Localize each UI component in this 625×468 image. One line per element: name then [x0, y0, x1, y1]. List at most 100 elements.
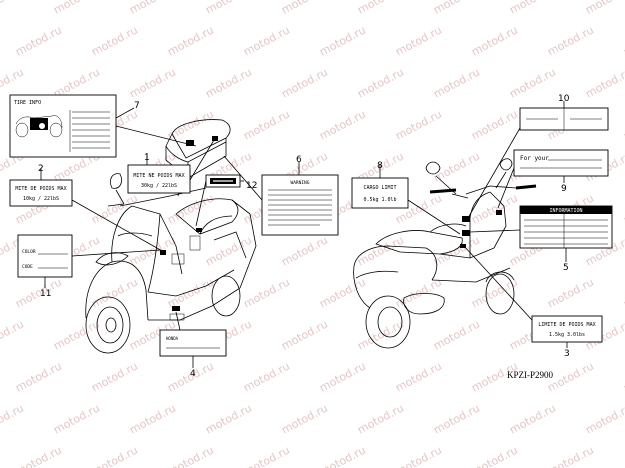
label-3-line2: 1.5kg 3.0lbs — [549, 332, 585, 338]
label-11-line2: CODE — [22, 264, 33, 270]
watermark-text: motod.ru — [317, 275, 368, 310]
watermark-text: motod.ru — [507, 65, 558, 100]
label-6-title: WARNING — [291, 180, 310, 186]
watermark-text: motod.ru — [13, 23, 64, 58]
watermark-text: motod.ru — [431, 233, 482, 268]
callout-4: 4 — [190, 369, 196, 379]
callout-7: 7 — [134, 101, 140, 111]
watermark-text: motod.ru — [241, 275, 292, 310]
watermark-text: motod.ru — [431, 317, 482, 352]
watermark-text: motod.ru — [431, 149, 482, 184]
watermark-text: motod.ru — [203, 65, 254, 100]
left-decal-marks — [160, 136, 218, 311]
label-8-line2: 0.5kg 1.0lb — [363, 197, 396, 203]
label-12-sticker — [205, 174, 241, 188]
watermark-text: motod.ru — [13, 359, 64, 394]
label-3-weight-limit: LIMITE DE POIDS MAX 1.5kg 3.0lbs — [531, 315, 603, 343]
callout-5: 5 — [563, 263, 569, 273]
watermark-text: motod.ru — [621, 107, 625, 142]
watermark-text: motod.ru — [621, 275, 625, 310]
callouts: 7 1 2 12 6 11 4 8 10 9 5 3 — [38, 94, 570, 379]
watermark-text: motod.ru — [431, 65, 482, 100]
watermark-text: motod.ru — [317, 23, 368, 58]
watermark-text: motod.ru — [317, 107, 368, 142]
watermark-text: motod.ru — [621, 443, 625, 468]
watermark-text: motod.ru — [469, 443, 520, 468]
label-2-weight-limit: MITE DE POIDS MAX 10kg / 22lbS — [9, 179, 73, 207]
right-decal-marks — [460, 210, 502, 248]
callout-3: 3 — [564, 349, 570, 359]
watermark-text: motod.ru — [241, 23, 292, 58]
watermark-text: motod.ru — [621, 191, 625, 226]
label-11-color-code: COLOR CODE — [17, 234, 73, 278]
label-7-tire-info: TIRE INFO — [9, 94, 117, 158]
callout-10: 10 — [558, 94, 570, 104]
label-7-title: TIRE INFO — [14, 100, 41, 106]
watermark-text: motod.ru — [393, 359, 444, 394]
label-1-line2: 30kg / 22lbS — [141, 183, 177, 189]
label-9-for-your: For your — [513, 149, 609, 177]
label-9-line1: For your — [520, 155, 549, 162]
watermark-text: motod.ru — [317, 359, 368, 394]
watermark-text: motod.ru — [279, 401, 330, 436]
watermark-text: motod.ru — [545, 275, 596, 310]
watermark-text: motod.ru — [89, 23, 140, 58]
watermark-text: motod.ru — [469, 23, 520, 58]
watermark-text: motod.ru — [203, 401, 254, 436]
watermark-text: motod.ru — [355, 317, 406, 352]
label-5-information: INFORMATION — [519, 205, 613, 249]
watermark-text: motod.ru — [127, 233, 178, 268]
label-1-line1: MITE NE POIDS MAX — [133, 173, 184, 179]
leader-lines — [40, 101, 568, 368]
label-10-sticker — [519, 107, 609, 131]
watermark-text: motod.ru — [89, 191, 140, 226]
watermark-text: motod.ru — [51, 401, 102, 436]
watermark-text: motod.ru — [241, 443, 292, 468]
watermark-text: motod.ru — [621, 23, 625, 58]
watermark-text: motod.ru — [165, 275, 216, 310]
label-2-line2: 10kg / 22lbS — [23, 196, 59, 202]
label-4-line1: HONDA — [166, 336, 179, 341]
watermark-text: motod.ru — [127, 401, 178, 436]
watermark-text: motod.ru — [621, 359, 625, 394]
watermark-text: motod.ru — [355, 65, 406, 100]
watermark-text: motod.ru — [279, 0, 330, 17]
right-scooter — [353, 158, 537, 349]
watermark-text: motod.ru — [203, 233, 254, 268]
watermark-text: motod.ru — [13, 275, 64, 310]
storage-compartment — [165, 119, 231, 179]
watermark-text: motod.ru — [89, 359, 140, 394]
watermark-text: motod.ru — [355, 401, 406, 436]
label-6-warning: WARNING — [261, 174, 339, 236]
callout-12: 12 — [246, 181, 257, 191]
callout-9: 9 — [561, 184, 567, 194]
label-4-sticker: HONDA — [159, 329, 227, 357]
watermark-text: motod.ru — [583, 65, 625, 100]
watermark-text: motod.ru — [583, 401, 625, 436]
label-1-weight-limit: MITE NE POIDS MAX 30kg / 22lbS — [127, 164, 191, 194]
watermark-text: motod.ru — [165, 107, 216, 142]
watermark-text: motod.ru — [469, 275, 520, 310]
watermark-text: motod.ru — [393, 443, 444, 468]
watermark-text: motod.ru — [165, 23, 216, 58]
watermark-text: motod.ru — [393, 23, 444, 58]
watermark-text: motod.ru — [545, 443, 596, 468]
watermark-text: motod.ru — [431, 0, 482, 17]
label-8-line1: CARGO LIMIT — [363, 185, 396, 191]
watermark-text: motod.ru — [203, 0, 254, 17]
watermark-text: motod.ru — [545, 23, 596, 58]
label-3-line1: LIMITE DE POIDS MAX — [538, 322, 595, 328]
figure-code: KPZI-P2900 — [507, 370, 554, 380]
watermark-text: motod.ru — [393, 275, 444, 310]
watermark-text: motod.ru — [431, 401, 482, 436]
callout-11: 11 — [40, 289, 51, 299]
watermark-text: motod.ru — [393, 107, 444, 142]
watermark-text: motod.ru — [279, 317, 330, 352]
watermark-text: motod.ru — [89, 275, 140, 310]
watermark-text: motod.ru — [127, 65, 178, 100]
watermark-text: motod.ru — [89, 443, 140, 468]
label-11-line1: COLOR — [22, 249, 36, 255]
watermark-text: motod.ru — [279, 233, 330, 268]
watermark-text: motod.ru — [0, 401, 26, 436]
